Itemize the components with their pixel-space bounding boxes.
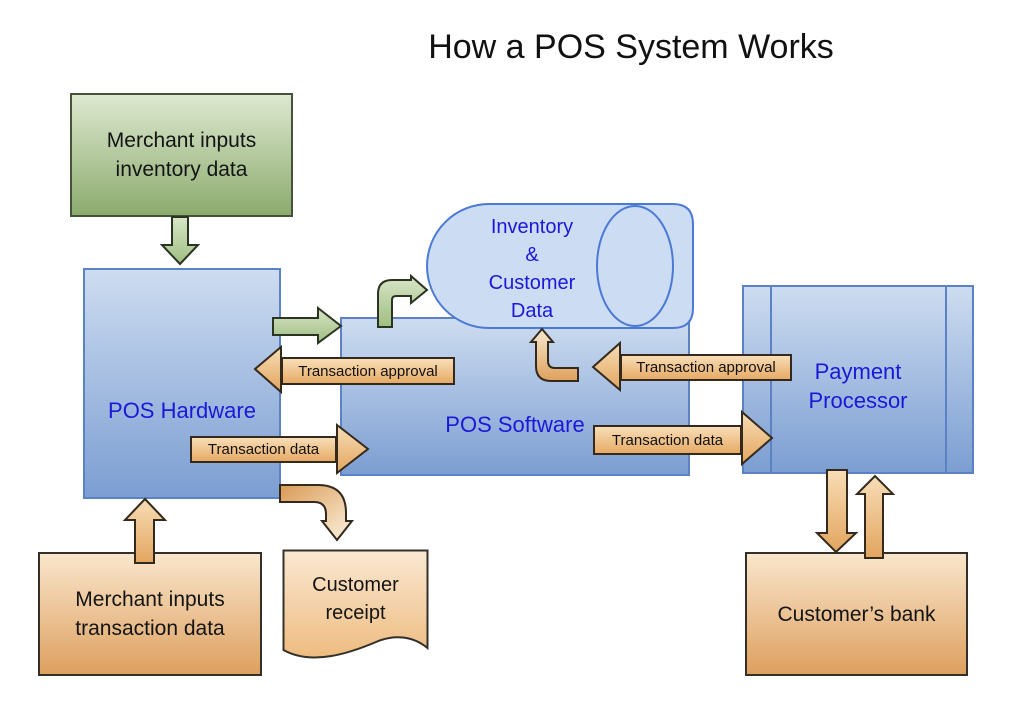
hardware-to-receipt-elbow-arrow (279, 484, 355, 542)
bank-to-processor-up-arrow (854, 474, 896, 559)
edge-label-transaction-approval-right: Transaction approval (620, 354, 792, 381)
diagram-title: How a POS System Works (428, 28, 834, 66)
node-customer-bank: Customer’s bank (745, 552, 968, 676)
node-merchant-transaction-line1: Merchant inputs (75, 588, 225, 611)
edge-label-transaction-approval-left: Transaction approval (281, 357, 455, 385)
receipt-document-shape (282, 549, 429, 659)
node-pos-software: POS Software (340, 317, 690, 476)
edge-label-transaction-data-right: Transaction data (593, 425, 742, 455)
node-pos-software-label: POS Software (445, 411, 585, 437)
node-payment-processor-line1: Payment (814, 358, 902, 384)
inventory-input-down-arrow (159, 216, 201, 266)
node-database-line4: Data (510, 300, 554, 322)
hardware-to-software-arrow (272, 305, 343, 345)
node-merchant-transaction: Merchant inputs transaction data (38, 552, 262, 676)
node-payment-processor-line2: Processor (808, 387, 908, 413)
node-customer-receipt-text: Customer receipt (282, 571, 429, 627)
node-database-text: Inventory & Customer Data (427, 213, 637, 325)
node-database-line2: & (525, 244, 539, 266)
node-merchant-inventory-line1: Merchant inputs (106, 129, 257, 152)
node-merchant-transaction-line2: transaction data (75, 617, 225, 640)
receipt-outline (282, 549, 429, 659)
payment-processor-right-line (945, 287, 947, 472)
node-database-line1: Inventory (490, 216, 574, 238)
processor-to-bank-down-arrow (814, 469, 859, 554)
node-merchant-inventory-line2: inventory data (115, 158, 248, 181)
node-customer-receipt-line2: receipt (325, 602, 386, 624)
node-customer-receipt-line1: Customer (312, 574, 399, 596)
node-database-line3: Customer (488, 272, 576, 294)
node-customer-receipt: Customer receipt (282, 549, 429, 665)
node-customer-bank-label: Customer’s bank (777, 602, 936, 626)
node-pos-hardware-label: POS Hardware (108, 397, 256, 423)
edge-label-transaction-data-left: Transaction data (190, 436, 337, 463)
node-merchant-inventory: Merchant inputs inventory data (70, 93, 293, 217)
node-pos-hardware: POS Hardware (83, 268, 281, 499)
